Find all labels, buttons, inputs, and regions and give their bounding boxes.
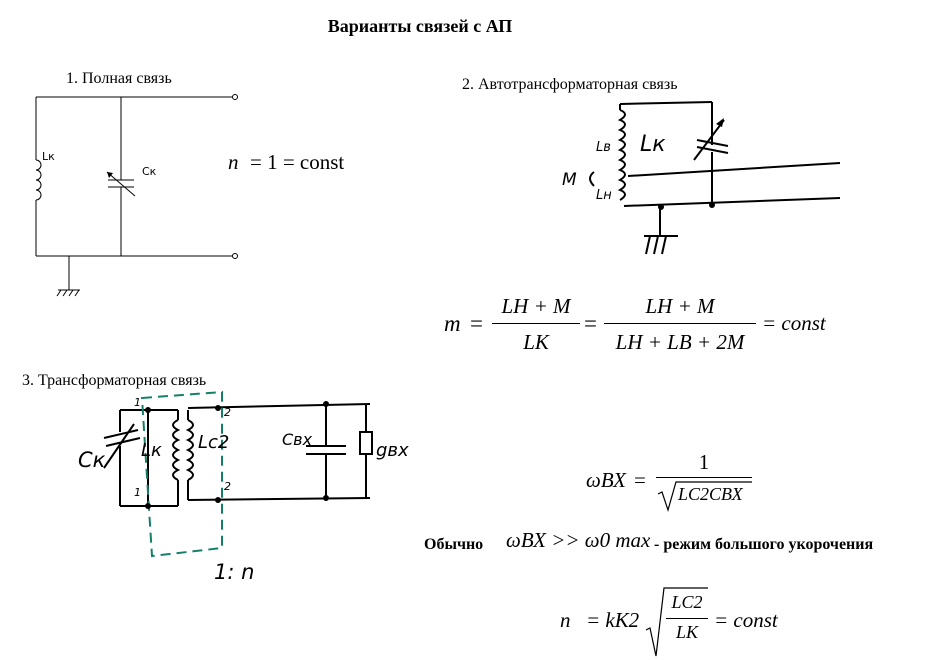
formula-m-num1: LН + M xyxy=(501,294,571,318)
formula-n3-coef: = kК2 xyxy=(586,608,640,632)
usually-text: - режим большого укорочения xyxy=(654,536,874,553)
formula-omega-lhs: ωВХ xyxy=(586,468,626,492)
terminal-top xyxy=(232,94,238,100)
section-2-title: 2. Автотрансформаторная связь xyxy=(462,76,678,93)
turns-ratio: 1: n xyxy=(214,560,255,584)
label-lk: Lк xyxy=(42,150,55,163)
c2-tap-line xyxy=(627,162,841,177)
formula-omega-num: 1 xyxy=(698,450,710,474)
primary-coil-lk xyxy=(172,419,181,481)
label-ck-3: Cк xyxy=(78,448,106,472)
formula-n3-lhs: n xyxy=(560,608,571,632)
mark-2-top: 2 xyxy=(224,406,231,419)
formula-m-den1: LК xyxy=(523,330,549,354)
m-arrow xyxy=(589,171,595,187)
fraction-bar-4 xyxy=(666,618,708,619)
label-ln: Lн xyxy=(596,188,612,203)
section-3-title: 3. Трансформаторная связь xyxy=(22,372,207,389)
label-m: M xyxy=(562,170,577,190)
formula-m-num2: LН + M xyxy=(645,294,715,318)
fraction-bar-2 xyxy=(604,323,756,324)
label-cvx: Cвх xyxy=(282,430,313,449)
c2-variable-arrow xyxy=(693,119,725,161)
formula-n3-const: = const xyxy=(714,608,778,632)
label-lk-3: Lк xyxy=(141,440,162,461)
section-1-title: 1. Полная связь xyxy=(66,70,172,87)
formula-m-const: = const xyxy=(762,311,826,335)
formula-n-lhs: n xyxy=(228,150,239,174)
formula-m-lhs: m xyxy=(444,311,461,336)
formula-m-eq1: = xyxy=(470,311,483,336)
label-gvx: gвх xyxy=(376,440,409,461)
fraction-bar-3 xyxy=(656,477,752,478)
inductor-lk-symbol xyxy=(35,159,42,201)
usually-formula: ωВХ >> ω0 max xyxy=(506,528,651,552)
formula-omega-den: LC2CВХ xyxy=(678,484,743,504)
capacitor-ck-variable-arrow xyxy=(106,171,136,197)
label-lv: Lв xyxy=(596,140,611,155)
formula-m-den2: LН + LВ + 2M xyxy=(615,330,745,354)
autotransformer-coil xyxy=(617,109,626,201)
formula-n-rhs: = 1 = const xyxy=(250,150,345,174)
c2-top-wire xyxy=(619,101,713,105)
fraction-bar-1 xyxy=(492,323,580,324)
arrow-head xyxy=(107,172,113,178)
mark-1-bottom: 1 xyxy=(134,486,141,499)
label-lk-2: Lк xyxy=(640,132,666,157)
secondary-coil-lc2 xyxy=(185,419,194,481)
label-ck: Cк xyxy=(142,165,157,178)
formula-n3-den: LК xyxy=(676,622,698,642)
terminal-bottom xyxy=(232,253,238,259)
mark-1-top: 1 xyxy=(134,396,141,409)
formula-n3-num: LC2 xyxy=(671,592,703,612)
usually-label: Обычно xyxy=(424,536,484,553)
label-lc2: Lc2 xyxy=(198,432,230,453)
mark-2-bottom: 2 xyxy=(224,480,231,493)
page-title: Варианты связей с АП xyxy=(327,16,513,36)
formula-omega-eq: = xyxy=(634,468,646,492)
formula-m-eq2: = xyxy=(584,311,597,336)
